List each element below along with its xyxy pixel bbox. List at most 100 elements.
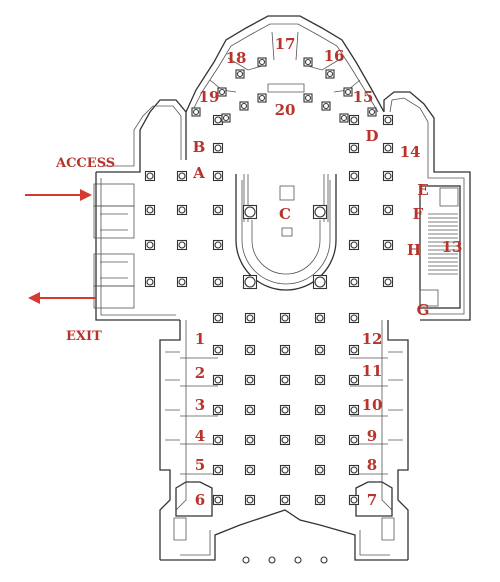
pier-core <box>281 314 289 322</box>
choir-enclosure <box>235 174 337 291</box>
pier-core <box>178 278 186 286</box>
pier-core <box>178 241 186 249</box>
pier-core <box>246 376 254 384</box>
pier-core <box>326 70 334 78</box>
label-14: 14 <box>400 143 421 161</box>
label-13: 13 <box>442 238 463 256</box>
pier-core <box>214 346 222 354</box>
pier-core <box>316 314 324 322</box>
pier-core <box>214 496 222 504</box>
pier-core <box>314 276 326 288</box>
pier-core <box>214 241 222 249</box>
pier-core <box>281 496 289 504</box>
label-12: 12 <box>362 330 383 348</box>
label-F: F <box>413 205 424 223</box>
pier-core <box>214 144 222 152</box>
pier-core <box>246 466 254 474</box>
label-H: H <box>407 241 421 259</box>
pier-core <box>214 172 222 180</box>
label-E: E <box>417 181 428 199</box>
pier-core <box>350 496 358 504</box>
pier-core <box>350 172 358 180</box>
label-19: 19 <box>199 88 220 106</box>
pier-core <box>316 406 324 414</box>
pier-core <box>350 406 358 414</box>
pier-core <box>240 102 248 110</box>
pier-core <box>384 116 392 124</box>
pier-core <box>350 278 358 286</box>
west-portal-columns <box>242 556 328 564</box>
access-caption: ACCESS <box>55 156 115 171</box>
label-6: 6 <box>195 491 205 509</box>
label-2: 2 <box>195 364 205 382</box>
pier-core <box>244 276 256 288</box>
pier-core <box>350 466 358 474</box>
pier-core <box>384 206 392 214</box>
label-11: 11 <box>362 362 383 380</box>
pier-core <box>281 436 289 444</box>
chapel-labels: 1 2 3 4 5 6 7 8 9 10 11 12 13 14 15 16 1… <box>195 35 463 509</box>
exit-arrow <box>28 292 96 304</box>
pier-core <box>368 108 376 116</box>
pier-core <box>244 206 256 218</box>
label-3: 3 <box>195 396 205 414</box>
left-chapels <box>165 351 218 541</box>
pier-core <box>384 278 392 286</box>
label-B: B <box>193 138 206 156</box>
pier-core <box>146 278 154 286</box>
pier-core <box>314 206 326 218</box>
pier-core <box>178 172 186 180</box>
pier-core <box>316 436 324 444</box>
pier-core <box>214 466 222 474</box>
pier-core <box>214 278 222 286</box>
pier-core <box>304 58 312 66</box>
pier-core <box>350 116 358 124</box>
pier-core <box>322 102 330 110</box>
pier-core <box>214 206 222 214</box>
pier-core <box>350 241 358 249</box>
right-chapels <box>350 351 403 541</box>
pier-core <box>146 172 154 180</box>
east-stairs <box>419 185 461 309</box>
pier-core <box>384 241 392 249</box>
label-17: 17 <box>275 35 296 53</box>
pier-core <box>258 58 266 66</box>
pier-core <box>316 346 324 354</box>
pier-core <box>246 436 254 444</box>
pier-core <box>281 406 289 414</box>
label-8: 8 <box>367 456 377 474</box>
pier-core <box>236 70 244 78</box>
label-D: D <box>365 127 378 145</box>
label-20: 20 <box>275 101 296 119</box>
label-4: 4 <box>195 427 205 445</box>
label-18: 18 <box>226 49 247 67</box>
label-1: 1 <box>195 330 205 348</box>
label-15: 15 <box>353 88 374 106</box>
pier-core <box>192 108 200 116</box>
pier-core <box>146 241 154 249</box>
pier-core <box>214 436 222 444</box>
pier-core <box>350 376 358 384</box>
pier-core <box>281 376 289 384</box>
exit-caption: EXIT <box>66 329 102 344</box>
pier-core <box>214 406 222 414</box>
label-C: C <box>279 205 291 223</box>
pier-core <box>350 346 358 354</box>
pier-core <box>304 94 312 102</box>
pier-core <box>316 496 324 504</box>
pier-core <box>246 346 254 354</box>
pier-core <box>384 144 392 152</box>
label-A: A <box>192 164 205 182</box>
pier-core <box>350 144 358 152</box>
pier-core <box>178 206 186 214</box>
pier-core <box>146 206 154 214</box>
label-10: 10 <box>362 396 383 414</box>
label-16: 16 <box>324 47 345 65</box>
pier-core <box>222 114 230 122</box>
pier-core <box>281 466 289 474</box>
pier-core <box>384 172 392 180</box>
pier-core <box>350 206 358 214</box>
pier-core <box>246 314 254 322</box>
label-G: G <box>417 301 430 319</box>
